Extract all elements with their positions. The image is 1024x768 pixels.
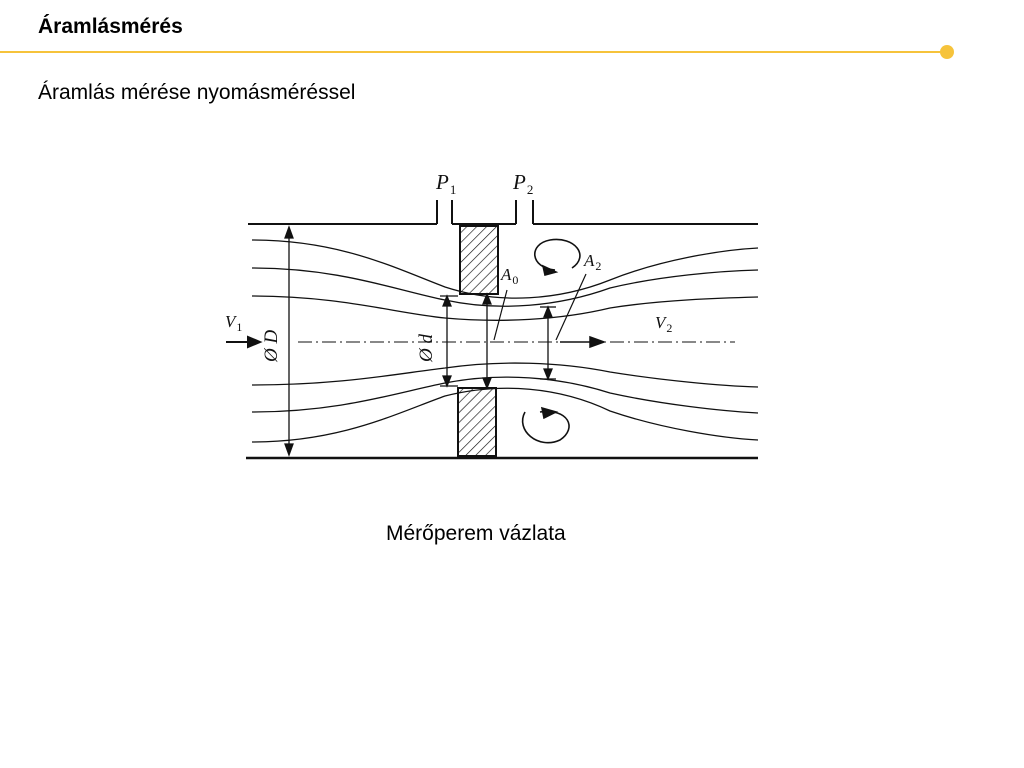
label-p2: P2	[512, 170, 533, 197]
diagram-caption: Mérőperem vázlata	[386, 522, 566, 545]
orifice-plate-upper	[459, 225, 499, 295]
label-v1: V1	[225, 312, 242, 334]
leader-lines	[493, 273, 587, 341]
inlet-flow-arrow	[226, 335, 263, 349]
label-orifice-diameter: Ø d	[416, 334, 437, 363]
orifice-plate-lower	[457, 387, 497, 457]
pressure-tap-p2	[515, 200, 534, 224]
label-pipe-diameter: Ø D	[261, 330, 282, 363]
title-underline-dot	[940, 45, 954, 59]
pipe-diameter-dimension	[284, 225, 294, 457]
eddy-upper	[534, 238, 581, 276]
eddy-lower	[522, 406, 570, 444]
orifice-diameter-dimension	[440, 292, 492, 390]
label-p1: P1	[435, 170, 456, 197]
pressure-tap-p1	[436, 200, 453, 224]
slide-subtitle: Áramlás mérése nyomásméréssel	[38, 81, 356, 104]
slide-title: Áramlásmérés	[38, 15, 183, 38]
outlet-flow-arrow	[560, 335, 607, 349]
title-underline	[0, 51, 948, 53]
orifice-plate-diagram: P1 P2 A0 A2 V1 V2 Ø D Ø d	[225, 170, 759, 460]
label-a0: A0	[500, 265, 518, 287]
vena-contracta-dimension	[540, 305, 556, 381]
label-a2: A2	[583, 251, 601, 273]
label-v2: V2	[655, 313, 672, 335]
streamlines	[251, 239, 759, 443]
